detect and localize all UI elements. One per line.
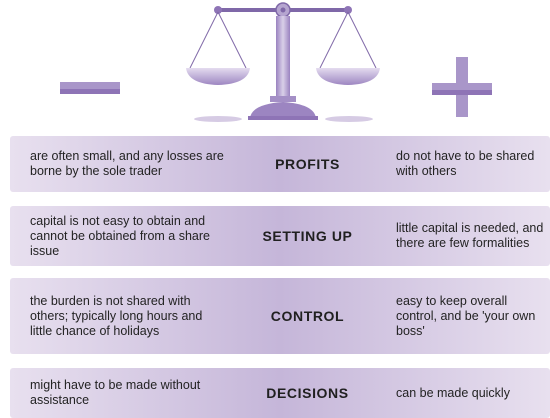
- row-heading: SETTING UP: [262, 228, 353, 244]
- advantage-text: can be made quickly: [396, 385, 510, 400]
- plus-icon: [432, 57, 492, 117]
- advantage-text: do not have to be shared with others: [396, 149, 535, 178]
- advantage-text: easy to keep overall control, and be 'yo…: [396, 293, 536, 338]
- disadvantage-text: capital is not easy to obtain and cannot…: [30, 213, 210, 258]
- row-heading: PROFITS: [275, 156, 340, 172]
- row-heading: DECISIONS: [266, 385, 349, 401]
- disadvantage-text: the burden is not shared with others; ty…: [30, 293, 203, 338]
- disadvantage-text: are often small, and any losses are born…: [30, 149, 224, 178]
- row-heading: CONTROL: [270, 308, 345, 324]
- comparison-row-setting-up: capital is not easy to obtain and cannot…: [10, 206, 550, 266]
- comparison-row-decisions: might have to be made without assistance…: [10, 368, 550, 418]
- header: [0, 0, 550, 130]
- comparison-row-control: the burden is not shared with others; ty…: [10, 278, 550, 354]
- balance-scale-icon: [60, 2, 492, 122]
- advantage-text: little capital is needed, and there are …: [396, 221, 544, 250]
- comparison-row-profits: are often small, and any losses are born…: [10, 136, 550, 192]
- disadvantage-text: might have to be made without assistance: [30, 378, 201, 407]
